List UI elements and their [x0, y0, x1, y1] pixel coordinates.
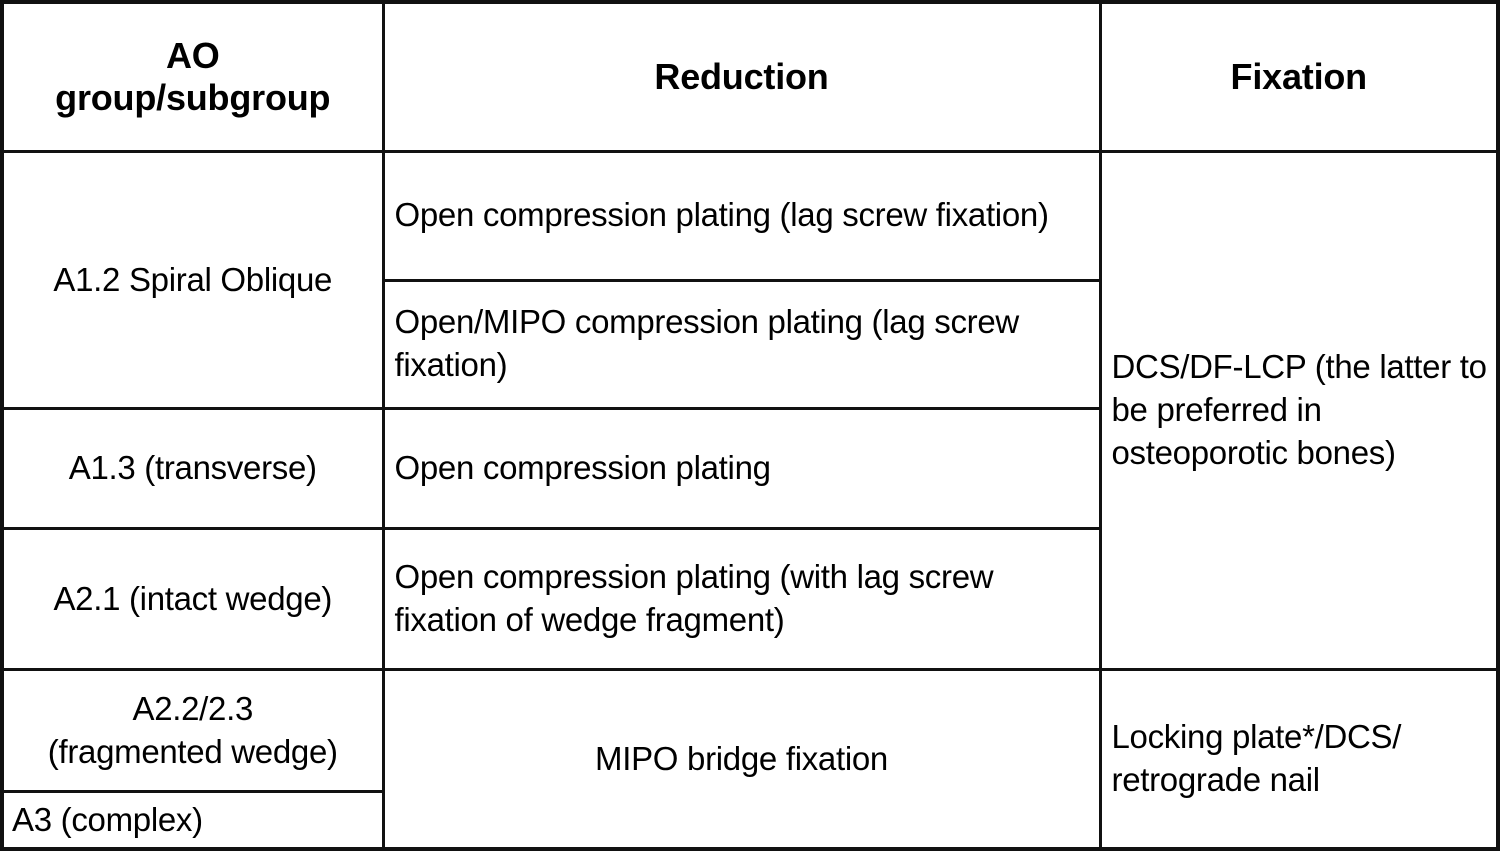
cell-fixation-merged-top: DCS/DF-LCP (the latter to be preferred i… [1098, 150, 1500, 671]
cell-ao-group-a3: A3 (complex) [4, 791, 382, 847]
table-row-a1-3: A1.3 (transverse) Open compression plati… [0, 407, 1498, 530]
cell-fixation-merged-bottom: Locking plate*/DCS/ retrograde nail [1098, 668, 1500, 851]
cell-reduction-a1-3: Open compression plating [381, 407, 1102, 530]
reduction-subrow-2: Open/MIPO compression plating (lag screw… [384, 280, 1099, 407]
column-header-ao-group-line1: AO [165, 34, 220, 76]
cell-ao-group-a2-2-line1: A2.2/2.3 [132, 689, 254, 727]
cell-ao-group-a1-3-text: A1.3 (transverse) [68, 449, 317, 487]
cell-fixation-merged-top-text: DCS/DF-LCP (the latter to be preferred i… [1111, 348, 1487, 471]
cell-ao-group-a1-3: A1.3 (transverse) [0, 407, 385, 530]
cell-ao-group-a2-2-line2: (fragmented wedge) [47, 732, 338, 770]
column-header-fixation: Fixation [1098, 0, 1500, 153]
cell-ao-group-a1-2: A1.2 Spiral Oblique [0, 150, 385, 410]
ao-group-subrow-a2-2: A2.2/2.3 (fragmented wedge) [4, 671, 382, 793]
cell-ao-group-a3-text: A3 (complex) [12, 800, 203, 838]
reduction-subrow-1: Open compression plating (lag screw fixa… [384, 153, 1099, 282]
table-header: AO group/subgroup Reduction Fixation [0, 0, 1500, 153]
ao-group-subrow-a3: A3 (complex) [4, 791, 382, 847]
cell-fixation-merged-bottom-text: Locking plate*/DCS/ retrograde nail [1111, 718, 1402, 798]
cell-ao-group-a2-2-text: A2.2/2.3 (fragmented wedge) [4, 688, 382, 774]
cell-ao-group-a1-2-text: A1.2 Spiral Oblique [53, 260, 333, 298]
table-row-a2-2-a3: A2.2/2.3 (fragmented wedge) A3 (complex) [0, 668, 1500, 851]
cell-reduction-a1-2-option-2: Open/MIPO compression plating (lag screw… [384, 280, 1099, 407]
column-header-ao-group: AO group/subgroup [0, 0, 385, 153]
cell-ao-group-a2-1-text: A2.1 (intact wedge) [53, 579, 333, 617]
column-header-ao-group-line2: group/subgroup [55, 77, 331, 118]
cell-ao-group-a2-2: A2.2/2.3 (fragmented wedge) [4, 671, 382, 793]
cell-reduction-a1-2-option-2-text: Open/MIPO compression plating (lag screw… [394, 303, 1020, 384]
table-body: A1.2 Spiral Oblique Open compression pla… [0, 150, 1500, 851]
ao-group-stack-subtable: A2.2/2.3 (fragmented wedge) A3 (complex) [4, 671, 382, 847]
header-row: AO group/subgroup Reduction Fixation [0, 0, 1500, 153]
cell-reduction-a1-2-option-1: Open compression plating (lag screw fixa… [384, 153, 1099, 282]
reduction-subtable-a1-2: Open compression plating (lag screw fixa… [384, 153, 1099, 407]
cell-reduction-a2-1: Open compression plating (with lag screw… [381, 527, 1102, 671]
column-header-fixation-text: Fixation [1230, 55, 1368, 97]
table-row-a1-2: A1.2 Spiral Oblique Open compression pla… [0, 150, 1500, 671]
cell-ao-group-a2-1: A2.1 (intact wedge) [0, 527, 385, 671]
column-header-ao-group-text: AO group/subgroup [4, 35, 382, 120]
column-header-reduction: Reduction [381, 0, 1102, 153]
table-row-a2-1: A2.1 (intact wedge) Open compression pla… [0, 527, 1498, 671]
cell-ao-group-a2-2-a3: A2.2/2.3 (fragmented wedge) A3 (complex) [0, 668, 385, 851]
cell-reduction-a2-2-a3-text: MIPO bridge fixation [595, 739, 888, 777]
cell-reduction-a2-2-a3: MIPO bridge fixation [381, 668, 1102, 851]
cell-reduction-a1-3-text: Open compression plating [394, 449, 771, 487]
column-header-reduction-text: Reduction [654, 55, 829, 97]
cell-reduction-a1-2-option-1-text: Open compression plating (lag screw fixa… [394, 196, 1049, 234]
cell-reduction-a1-2: Open compression plating (lag screw fixa… [381, 150, 1102, 410]
cell-reduction-a2-1-text: Open compression plating (with lag screw… [394, 558, 994, 638]
